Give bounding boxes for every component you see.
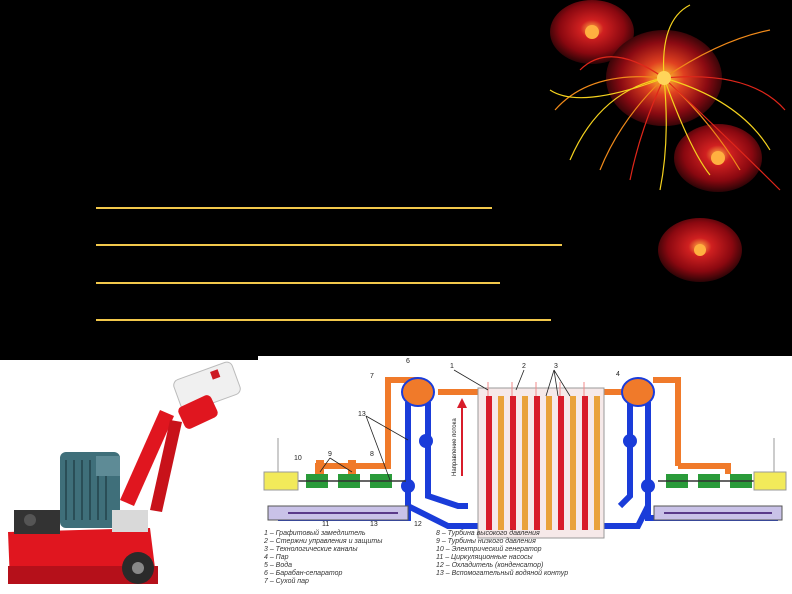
label-1: 1: [450, 363, 454, 370]
firework-rays: [549, 4, 786, 191]
pump-left-2: [401, 479, 415, 493]
legend-item: 13 – Вспомогательный водяной контур: [436, 570, 569, 577]
flow-direction-text: Направление потока: [452, 418, 458, 476]
reactor-channels: [486, 396, 600, 530]
legend-item: 9 – Турбины низкого давления: [436, 538, 536, 545]
diagram-legend: 1 – Графитовый замедлитель 2 – Стержни у…: [264, 530, 604, 590]
label-13a: 13: [358, 411, 366, 418]
reactor-scheme-diagram: Направление потока 1 2 3 4 6 7 13 9: [258, 356, 792, 594]
label-11: 11: [322, 521, 329, 528]
label-7: 7: [370, 373, 374, 380]
drum-separator-left: [401, 377, 435, 407]
legend-item: 5 – Вода: [264, 562, 292, 569]
legend-right-column: 8 – Турбина высокого давления 9 – Турбин…: [436, 530, 604, 578]
generator-left: [263, 471, 299, 491]
legend-item: 11 – Циркуляционные насосы: [436, 554, 533, 561]
generator-right: [753, 471, 787, 491]
pump-right-1: [623, 434, 637, 448]
legend-item: 8 – Турбина высокого давления: [436, 530, 540, 537]
blank-line-3: [96, 282, 500, 284]
label-6: 6: [406, 358, 410, 365]
label-4: 4: [616, 371, 620, 378]
blank-line-4: [96, 319, 551, 321]
legend-item: 6 – Барабан-сепаратор: [264, 570, 343, 577]
blank-line-2: [96, 244, 562, 246]
pump-left-1: [419, 434, 433, 448]
legend-item: 3 – Технологические каналы: [264, 546, 358, 553]
label-8: 8: [370, 451, 374, 458]
legend-item: 10 – Электрический генератор: [436, 546, 542, 553]
drum-separator-right: [621, 377, 655, 407]
blank-line-1: [96, 207, 492, 209]
pump-right-2: [641, 479, 655, 493]
label-12: 12: [414, 521, 422, 528]
fireworks-decoration: [549, 0, 786, 282]
label-9: 9: [328, 451, 332, 458]
legend-left-column: 1 – Графитовый замедлитель 2 – Стержни у…: [264, 530, 432, 586]
label-13b: 13: [370, 521, 378, 528]
legend-item: 1 – Графитовый замедлитель: [264, 530, 366, 537]
legend-item: 12 – Охладитель (конденсатор): [436, 562, 544, 569]
label-2: 2: [522, 363, 526, 370]
legend-item: 2 – Стержни управления и защиты: [264, 538, 383, 545]
legend-item: 7 – Сухой пар: [264, 578, 309, 585]
label-3: 3: [554, 363, 558, 370]
legend-item: 4 – Пар: [264, 554, 289, 561]
floor-grinder-machine: [0, 360, 258, 594]
label-10: 10: [294, 455, 302, 462]
